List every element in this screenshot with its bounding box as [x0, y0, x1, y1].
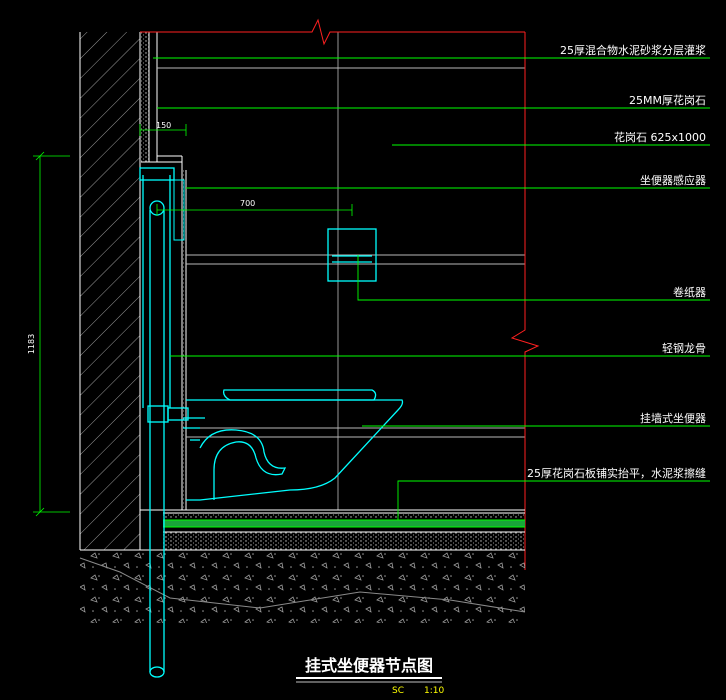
label-granite-thickness: 25MM厚花岗石	[629, 94, 706, 107]
structural-wall	[79, 32, 141, 550]
label-paper-holder: 卷纸器	[673, 285, 706, 299]
label-mortar-layer: 25厚混合物水泥砂浆分层灌浆	[560, 43, 706, 57]
dimension-150: 150	[156, 121, 171, 130]
wall-hung-toilet	[186, 389, 404, 501]
label-sensor: 坐便器感应器	[640, 173, 706, 187]
dimension-1183: 1183	[27, 334, 36, 354]
dimension-700: 700	[240, 199, 255, 208]
scale-ratio: 1:10	[424, 686, 444, 696]
paper-holder	[327, 228, 377, 282]
dimension-lines	[33, 124, 353, 517]
drain-pipe	[139, 167, 205, 678]
floor-layers	[79, 509, 526, 623]
scale-code: SC	[392, 686, 404, 696]
wall-finish-layers	[141, 32, 187, 510]
label-toilet: 挂墙式坐便器	[640, 411, 706, 425]
break-lines	[140, 18, 540, 570]
granite-joints	[157, 57, 525, 438]
leader-lines	[153, 57, 710, 520]
label-steel-keel: 轻钢龙骨	[662, 341, 706, 355]
drawing-title: 挂式坐便器节点图	[305, 656, 433, 675]
label-granite-size: 花岗石 625x1000	[614, 131, 706, 144]
label-floor-granite: 25厚花岗石板铺实抬平，水泥浆擦缝	[527, 466, 706, 480]
